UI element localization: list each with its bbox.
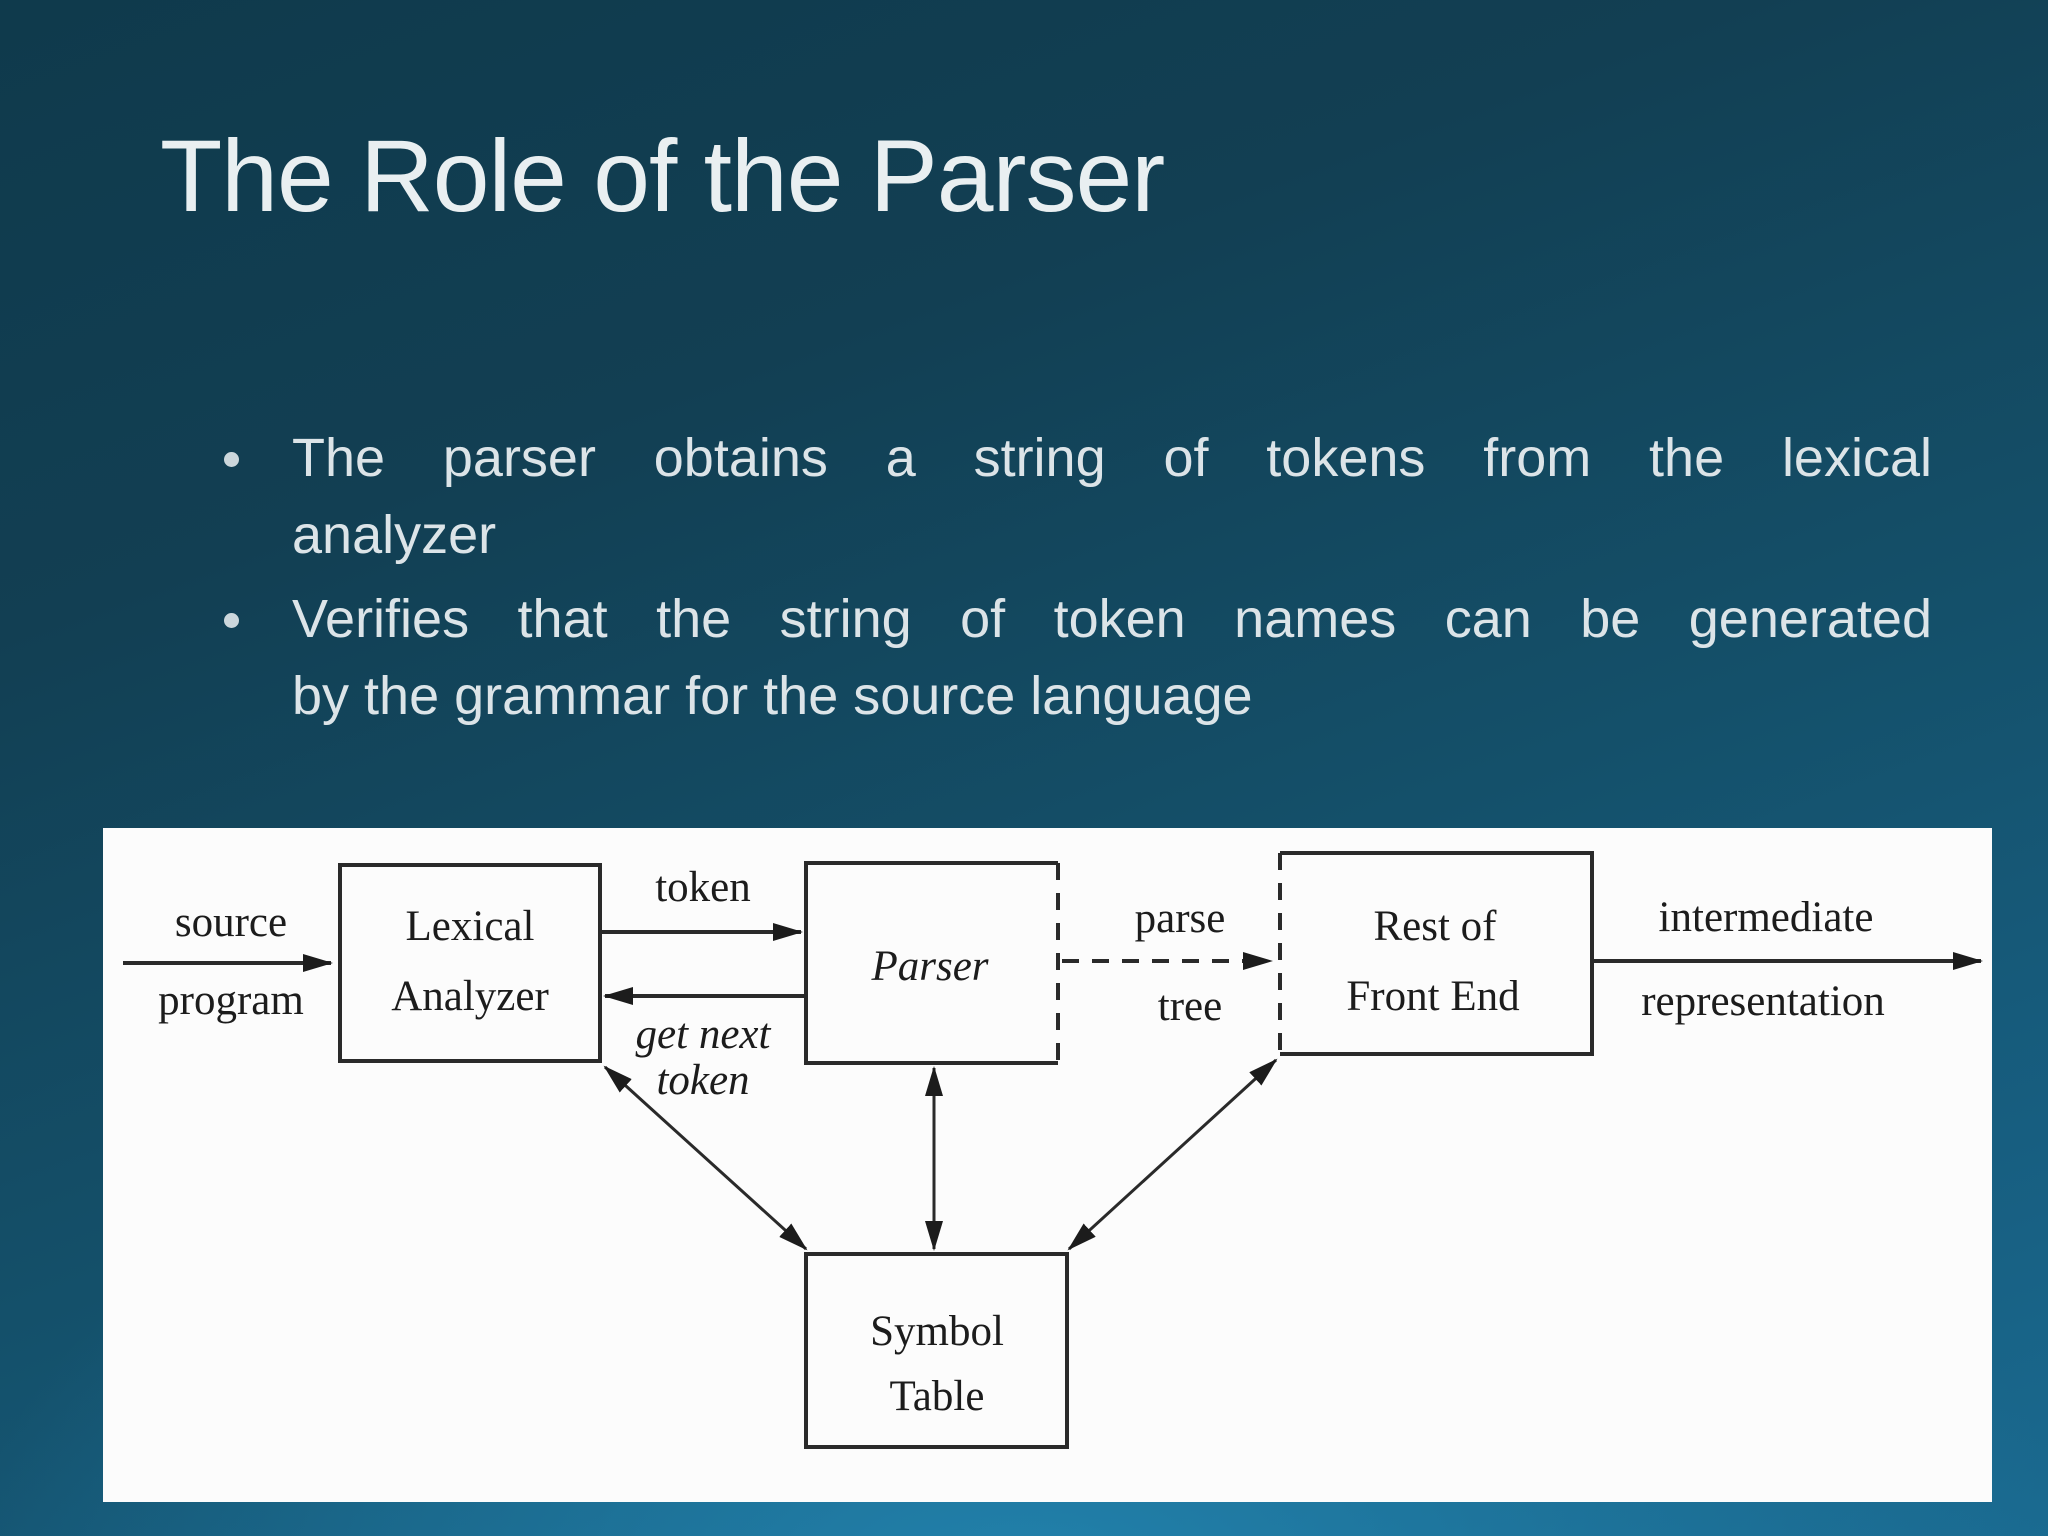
program-label: program [158, 977, 304, 1024]
bullet-item-2: Verifies that the string of token names … [222, 581, 1932, 735]
lexical-symbol-table-arrow [603, 1065, 808, 1251]
source-label: source [175, 899, 287, 946]
bullet-1-line-1: The parser obtains a string of tokens fr… [292, 428, 1932, 488]
rest-front-end-box [1280, 851, 1594, 1056]
parser-diagram-figure: source program Lexical Analyzer token ge… [103, 828, 1992, 1502]
token-label: token [655, 864, 751, 911]
bullet-item-1: The parser obtains a string of tokens fr… [222, 420, 1932, 574]
bullet-list: The parser obtains a string of tokens fr… [222, 420, 1932, 735]
get-next-token-label: token [656, 1057, 749, 1104]
diagram-svg: source program Lexical Analyzer token ge… [123, 851, 1983, 1449]
bullet-2-line-1: Verifies that the string of token names … [292, 589, 1932, 649]
get-next-label: get next [636, 1011, 772, 1058]
tree-label: tree [1158, 983, 1222, 1030]
parser-box [804, 861, 1058, 1065]
bullet-1-line-2: analyzer [292, 505, 497, 565]
intermediate-label: intermediate [1659, 894, 1874, 941]
lexical-analyzer-box [338, 863, 602, 1063]
slide-title: The Role of the Parser [160, 119, 1165, 233]
rest-of-label: Rest of [1373, 903, 1497, 950]
representation-label: representation [1641, 978, 1885, 1025]
parser-label: Parser [870, 943, 988, 990]
symbol-table-box [804, 1252, 1069, 1449]
bullet-2-line-2: by the grammar for the source language [292, 666, 1253, 726]
analyzer-label: Analyzer [391, 973, 549, 1020]
bullet-dot-icon [224, 452, 239, 467]
lexical-label: Lexical [406, 903, 535, 950]
rest-symbol-table-arrow [1067, 1058, 1278, 1251]
parse-label: parse [1135, 895, 1226, 942]
symbol-label: Symbol [870, 1308, 1004, 1355]
table-label: Table [890, 1373, 985, 1420]
bullet-dot-icon [224, 613, 239, 628]
front-end-label: Front End [1346, 973, 1519, 1020]
